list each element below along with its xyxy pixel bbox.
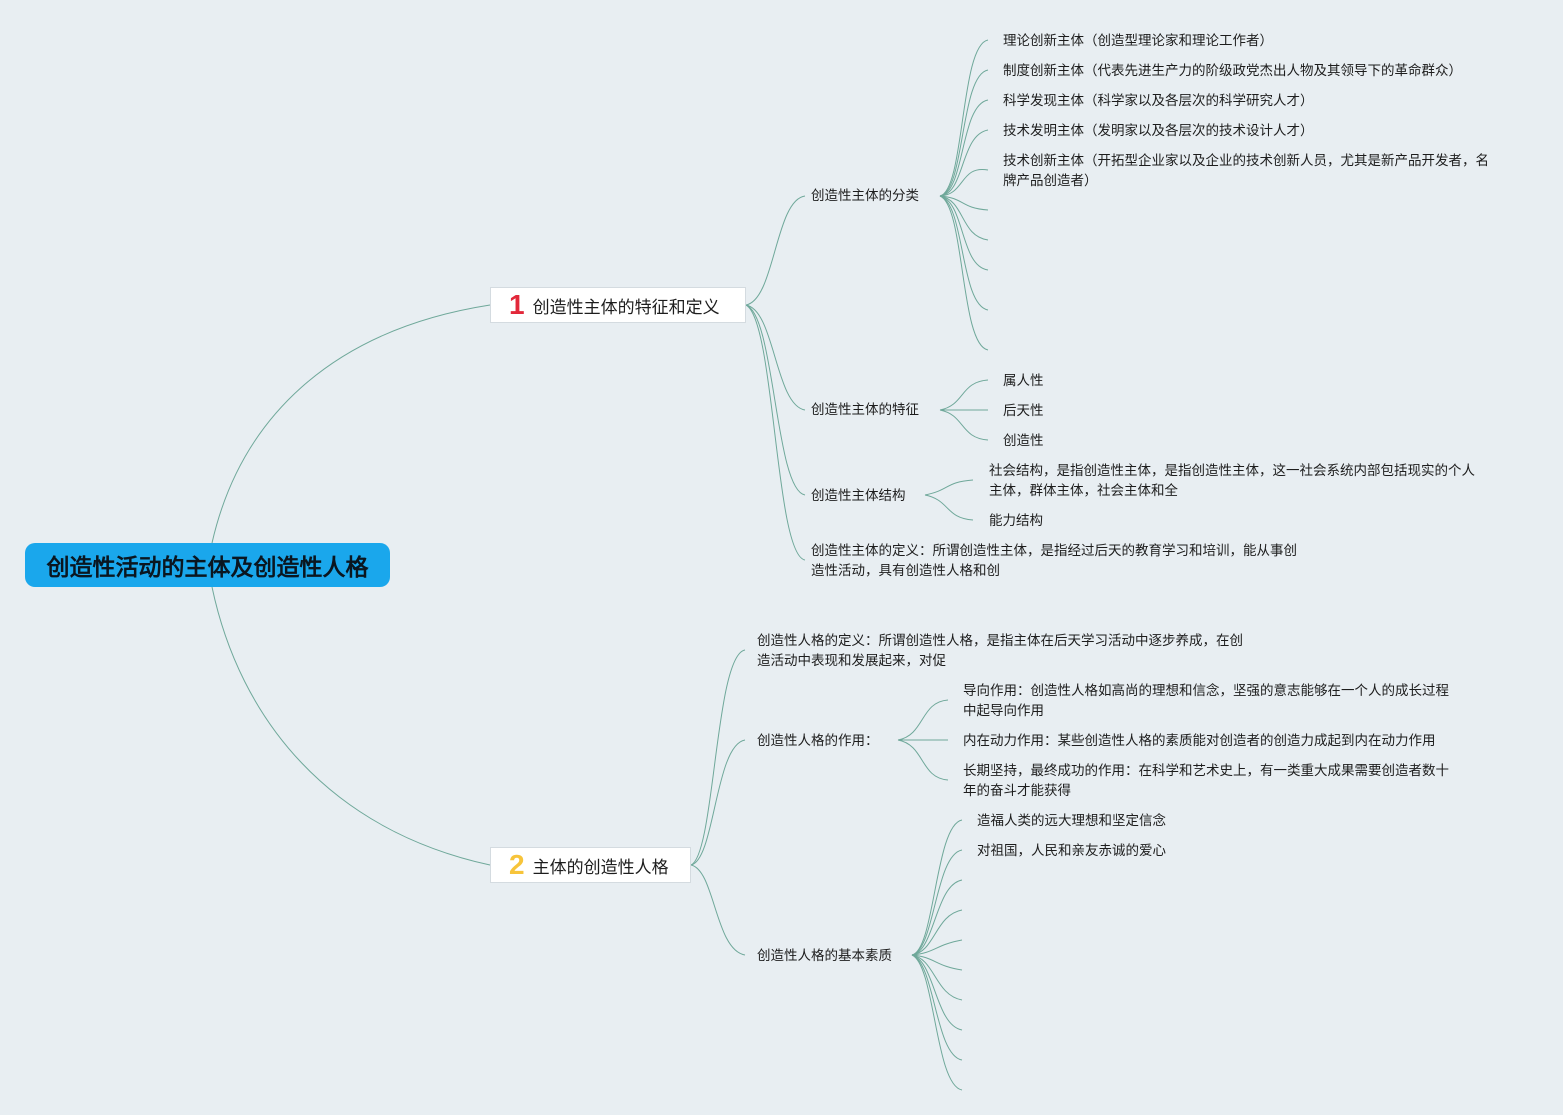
topic-tech-invention[interactable]: 技术发明主体（发明家以及各层次的技术设计人才） xyxy=(1003,123,1314,139)
topic-quality-love[interactable]: 对祖国，人民和亲友赤诚的爱心 xyxy=(977,843,1166,859)
number-2-icon: 2 xyxy=(509,849,525,880)
topic-roles[interactable]: 创造性人格的作用： xyxy=(757,733,879,749)
topic-social-structure[interactable]: 社会结构，是指创造性主体，是指创造性主体，这一社会系统内部包括现实的个人主体，群… xyxy=(989,463,1475,499)
topic-personality-definition[interactable]: 创造性人格的定义：所谓创造性人格，是指主体在后天学习活动中逐步养成，在创造活动中… xyxy=(757,633,1243,669)
topic-quality-ideals[interactable]: 造福人类的远大理想和坚定信念 xyxy=(977,813,1166,829)
topic-role-persistence[interactable]: 长期坚持，最终成功的作用：在科学和艺术史上，有一类重大成果需要创造者数十年的奋斗… xyxy=(963,763,1449,799)
branch-label: 主体的创造性人格 xyxy=(532,857,669,878)
topic-theory-innovation[interactable]: 理论创新主体（创造型理论家和理论工作者） xyxy=(1003,33,1273,49)
topic-role-motivation[interactable]: 内在动力作用：某些创造性人格的素质能对创造者的创造力成起到内在动力作用 xyxy=(963,733,1436,749)
number-1-icon: 1 xyxy=(509,289,525,320)
topic-qualities[interactable]: 创造性人格的基本素质 xyxy=(757,948,892,964)
topic-feature-creative[interactable]: 创造性 xyxy=(1003,433,1044,449)
topic-ability-structure[interactable]: 能力结构 xyxy=(989,513,1043,529)
branch-label: 创造性主体的特征和定义 xyxy=(532,297,720,318)
topic-science-discovery[interactable]: 科学发现主体（科学家以及各层次的科学研究人才） xyxy=(1003,93,1314,109)
topic-features[interactable]: 创造性主体的特征 xyxy=(811,402,919,418)
branch-creative-personality[interactable]: 2 主体的创造性人格 xyxy=(490,847,691,883)
topic-tech-innovation[interactable]: 技术创新主体（开拓型企业家以及企业的技术创新人员，尤其是新产品开发者，名牌产品创… xyxy=(1003,153,1489,189)
connector-root-branch2 xyxy=(211,586,491,866)
topic-feature-human[interactable]: 属人性 xyxy=(1003,373,1044,389)
connector-root-branch1 xyxy=(211,304,491,544)
central-topic[interactable]: 创造性活动的主体及创造性人格 xyxy=(25,543,390,587)
topic-feature-acquired[interactable]: 后天性 xyxy=(1003,403,1044,419)
topic-classification[interactable]: 创造性主体的分类 xyxy=(811,188,919,204)
topic-structure[interactable]: 创造性主体结构 xyxy=(811,488,906,504)
topic-role-guidance[interactable]: 导向作用：创造性人格如高尚的理想和信念，坚强的意志能够在一个人的成长过程中起导向… xyxy=(963,683,1449,719)
topic-institution-innovation[interactable]: 制度创新主体（代表先进生产力的阶级政党杰出人物及其领导下的革命群众） xyxy=(1003,63,1462,79)
topic-subject-definition[interactable]: 创造性主体的定义：所谓创造性主体，是指经过后天的教育学习和培训，能从事创造性活动… xyxy=(811,543,1297,579)
branch-subject-features[interactable]: 1 创造性主体的特征和定义 xyxy=(490,287,746,323)
